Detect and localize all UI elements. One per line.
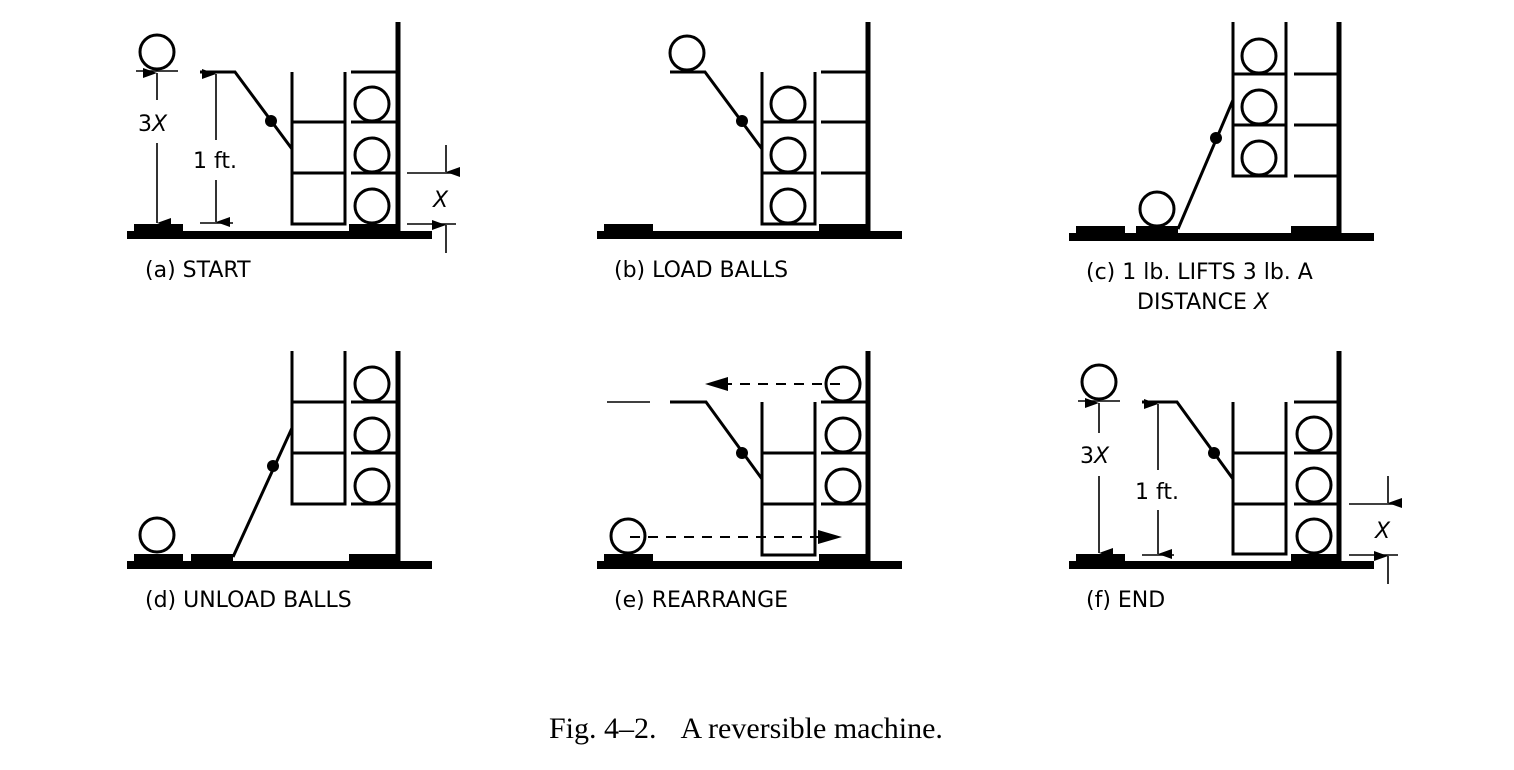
ball [1295, 415, 1333, 453]
lever-platform [1136, 226, 1178, 233]
left-platform [604, 554, 653, 562]
ball [824, 365, 862, 403]
ball [1295, 517, 1333, 555]
ball [769, 136, 807, 174]
dim-3x: 3X [1080, 444, 1110, 469]
ball [353, 85, 391, 123]
ball [824, 467, 862, 505]
panel-a: 3X 1 ft. X (a) START [127, 22, 460, 283]
panel-label-a: (a) START [145, 258, 251, 283]
ball [353, 136, 391, 174]
ball [1240, 139, 1278, 177]
arrowhead-left-icon [705, 377, 728, 391]
ball [824, 416, 862, 454]
left-platform [134, 224, 183, 232]
ground [127, 231, 432, 239]
right-platform [349, 554, 398, 562]
basket [290, 351, 347, 506]
pivot [1208, 447, 1220, 459]
panel-label-d: (d) UNLOAD BALLS [145, 588, 352, 613]
lever [1176, 99, 1235, 230]
right-platform [349, 224, 398, 232]
ball [138, 516, 176, 554]
basket [760, 402, 817, 557]
right-platform [819, 554, 868, 562]
figure-caption: Fig. 4–2.A reversible machine. [549, 712, 943, 745]
panel-label-e: (e) REARRANGE [614, 588, 788, 613]
dim-x: X [432, 188, 449, 213]
dim-1ft: 1 ft. [193, 149, 237, 174]
ball [1138, 190, 1176, 228]
panel-label-b: (b) LOAD BALLS [614, 258, 788, 283]
dim-3x: 3X [138, 112, 168, 137]
lever [1142, 400, 1235, 480]
panel-label-f: (f) END [1086, 588, 1165, 613]
pivot [1210, 132, 1222, 144]
dim-x: X [1374, 519, 1391, 544]
panel-e: (e) REARRANGE [597, 351, 902, 613]
shelves [821, 70, 867, 175]
left-platform [604, 224, 653, 232]
panel-d: (d) UNLOAD BALLS [127, 351, 432, 613]
ball [353, 467, 391, 505]
dim-1ft: 1 ft. [1135, 480, 1179, 505]
ball [353, 187, 391, 225]
basket [1231, 402, 1288, 556]
lever [231, 427, 294, 558]
ball [609, 517, 647, 555]
ball [353, 416, 391, 454]
right-platform [819, 224, 868, 232]
ball [769, 187, 807, 225]
lever [670, 70, 764, 150]
panel-f: 3X 1 ft. X (f) END [1069, 351, 1402, 613]
panel-c: (c) 1 lb. LIFTS 3 lb. A DISTANCE X [1069, 22, 1374, 315]
ball [769, 85, 807, 123]
ball [353, 365, 391, 403]
right-platform [1291, 554, 1340, 562]
ball [138, 33, 176, 71]
lever [670, 400, 764, 480]
panel-b: (b) LOAD BALLS [597, 22, 902, 283]
panel-label-c-line2: DISTANCE X [1137, 290, 1270, 315]
right-platform [1291, 226, 1340, 234]
shelves [1294, 400, 1338, 506]
basket [290, 72, 347, 226]
pivot [267, 460, 279, 472]
ball [1295, 466, 1333, 504]
left-platform [1076, 554, 1125, 562]
pivot [736, 447, 748, 459]
pivot [736, 115, 748, 127]
ball [668, 34, 706, 72]
left-platform [134, 554, 183, 562]
lever [200, 70, 294, 150]
left-platform [1076, 226, 1125, 234]
ball [1240, 88, 1278, 126]
pivot [265, 115, 277, 127]
arrowhead-right-icon [818, 530, 842, 544]
panel-label-c-line1: (c) 1 lb. LIFTS 3 lb. A [1086, 260, 1313, 285]
ball [1080, 363, 1118, 401]
lever-platform [191, 554, 233, 561]
ball [1240, 37, 1278, 75]
shelves [1294, 72, 1338, 178]
